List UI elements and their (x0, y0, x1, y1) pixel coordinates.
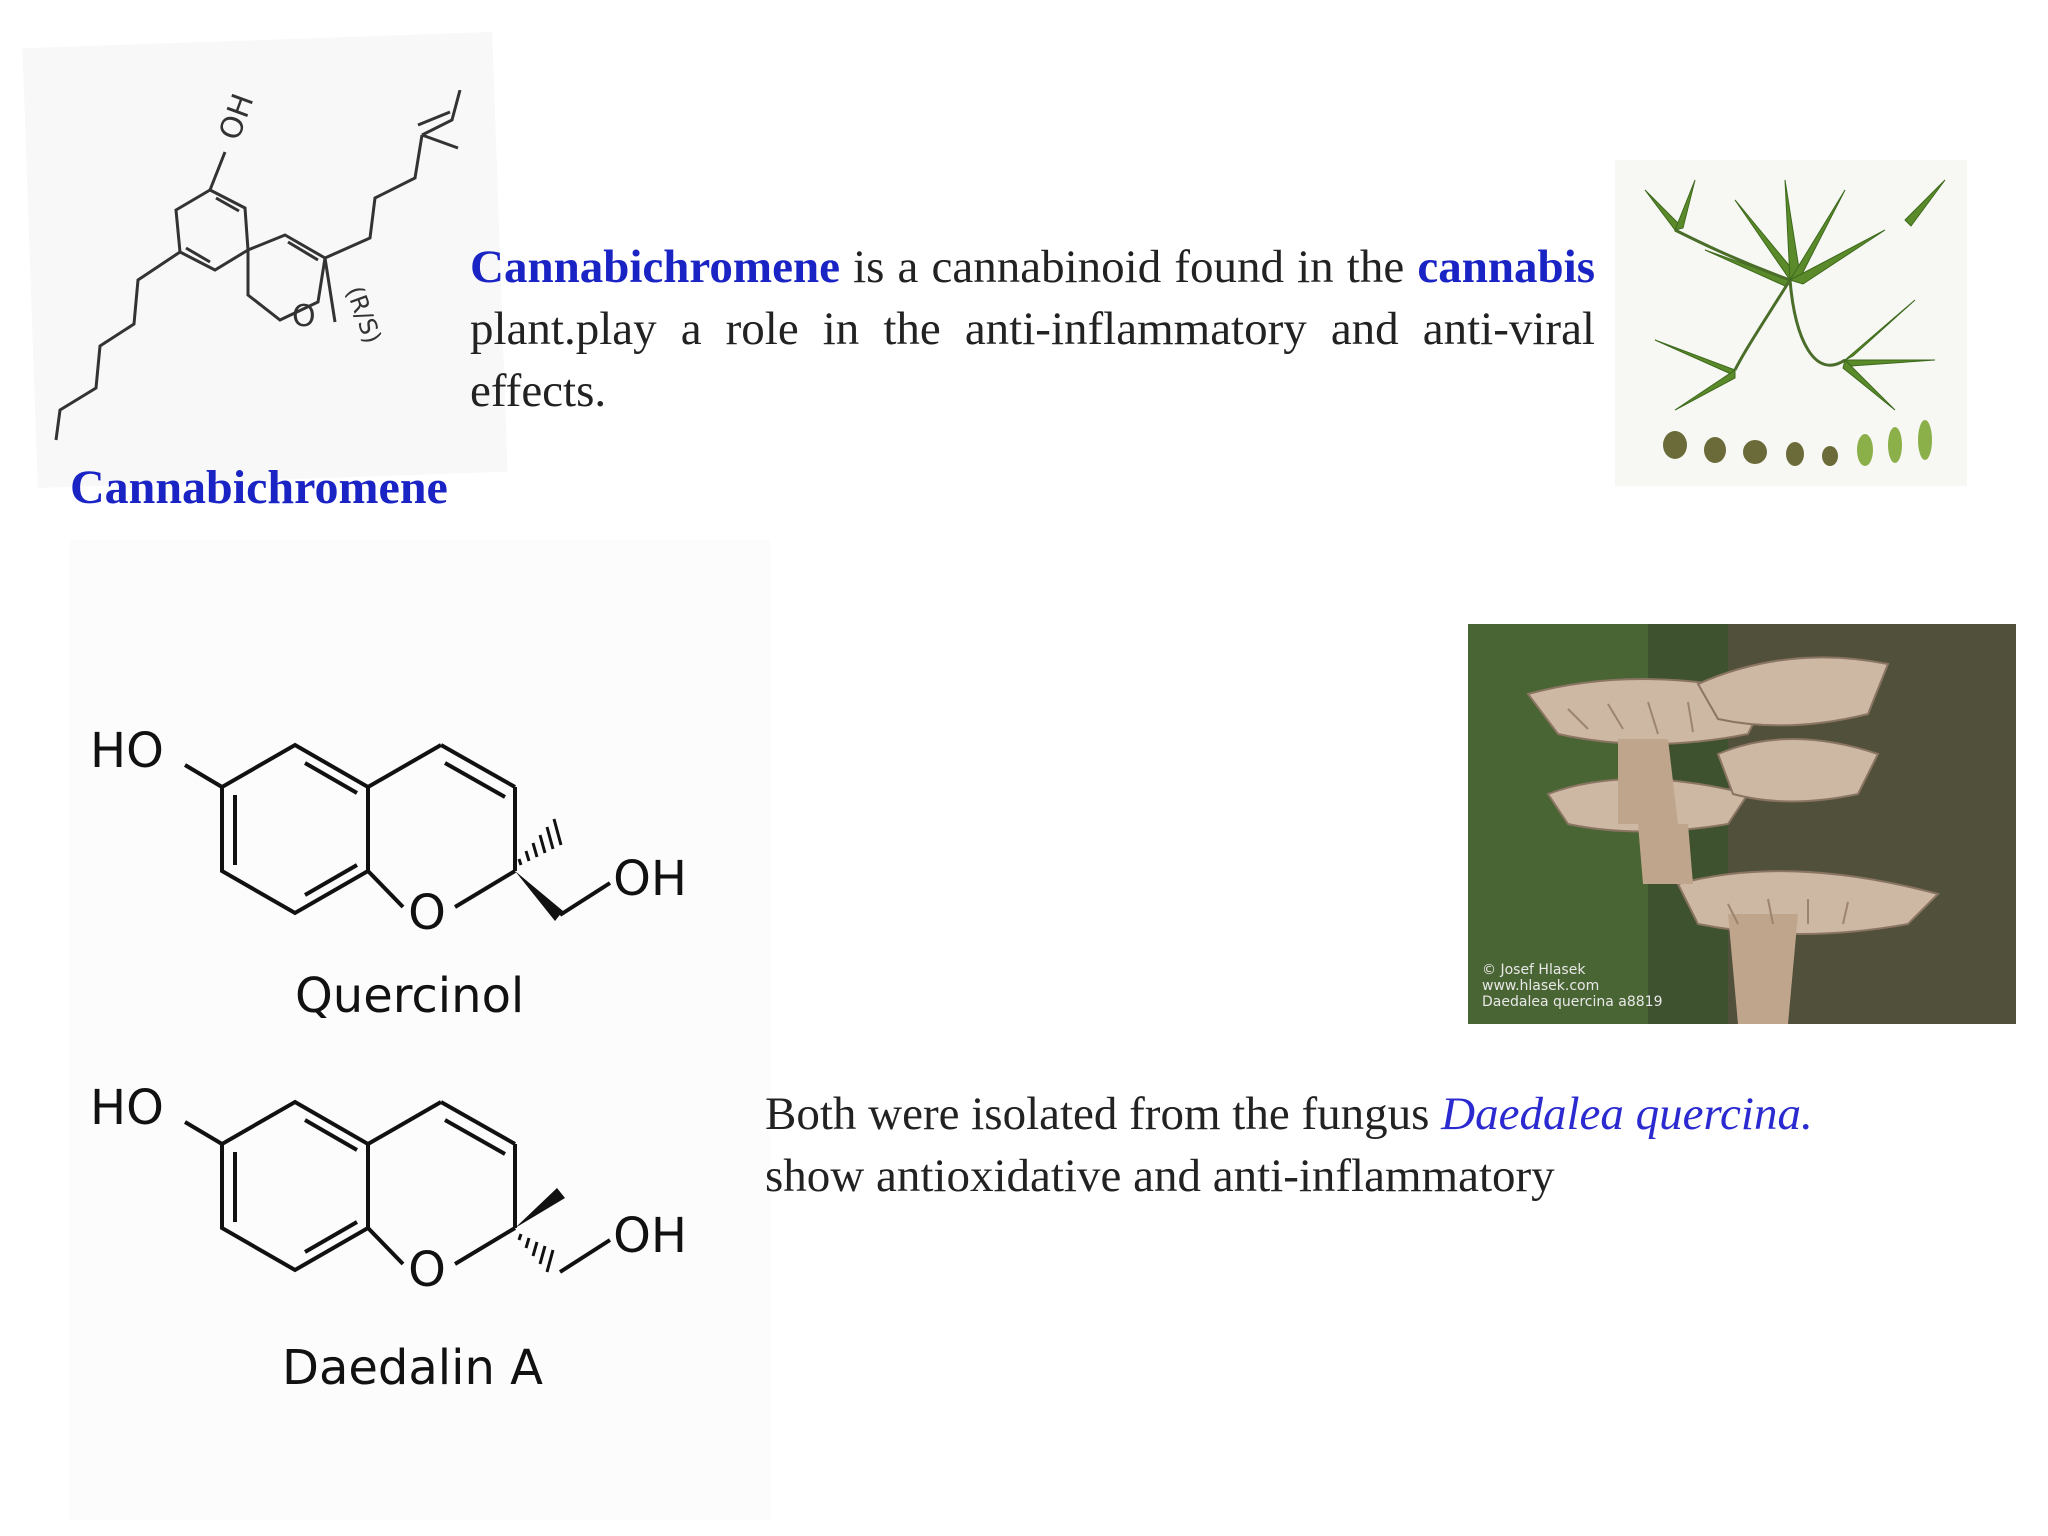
cannabichromene-description: Cannabichromene is a cannabinoid found i… (470, 236, 1595, 422)
description-part2: plant.play a role in the anti-inflammato… (470, 303, 1595, 417)
photo-watermark-line1: © Josef Hlasek (1482, 962, 1586, 978)
daedalin-a-name: Daedalin A (282, 1340, 543, 1396)
daedalea-quercina-photo: © Josef Hlasek www.hlasek.com Daedalea q… (1468, 624, 2016, 1024)
description-part1: is a cannabinoid found in the (839, 241, 1418, 293)
mushroom-photo-image: © Josef Hlasek www.hlasek.com Daedalea q… (1468, 624, 2016, 1024)
cannabis-term: cannabis (1417, 241, 1595, 293)
cannabichromene-structure: OH O (R/S) (54, 90, 462, 441)
fungus-species-name: Daedalea quercina. (1441, 1088, 1813, 1140)
fungus-line1: Both were isolated from the fungus Daeda… (765, 1083, 2015, 1145)
photo-watermark-line3: Daedalea quercina a8819 (1482, 994, 1663, 1010)
fungus-line1-text: Both were isolated from the fungus (765, 1088, 1442, 1140)
stereo-label: (R/S) (340, 282, 386, 347)
quercinol-o-label: O (408, 885, 446, 941)
daedalin-o-label: O (408, 1242, 446, 1298)
cannabichromene-caption: Cannabichromene (70, 461, 448, 514)
fungus-line2: show antioxidative and anti-inflammatory (765, 1150, 1555, 1202)
quercinol-oh-label: OH (613, 851, 687, 907)
daedalin-ho-label: HO (90, 1080, 164, 1136)
ring-oxygen-label: O (292, 299, 316, 334)
daedalin-oh-label: OH (613, 1208, 687, 1264)
cannabichromene-term: Cannabichromene (470, 241, 840, 293)
photo-watermark-line2: www.hlasek.com (1482, 978, 1599, 994)
cannabis-leaves-image (1644, 179, 1946, 466)
chromene-structures-background (70, 540, 770, 1520)
quercinol-ho-label: HO (90, 723, 164, 779)
daedalin-a-structure: HO O OH (90, 1080, 687, 1298)
fungus-description: Both were isolated from the fungus Daeda… (765, 1083, 2015, 1207)
quercinol-structure: HO O OH (90, 723, 687, 941)
cannabis-illustration (1615, 160, 1967, 486)
oh-label: OH (213, 90, 262, 145)
quercinol-name: Quercinol (295, 968, 525, 1024)
